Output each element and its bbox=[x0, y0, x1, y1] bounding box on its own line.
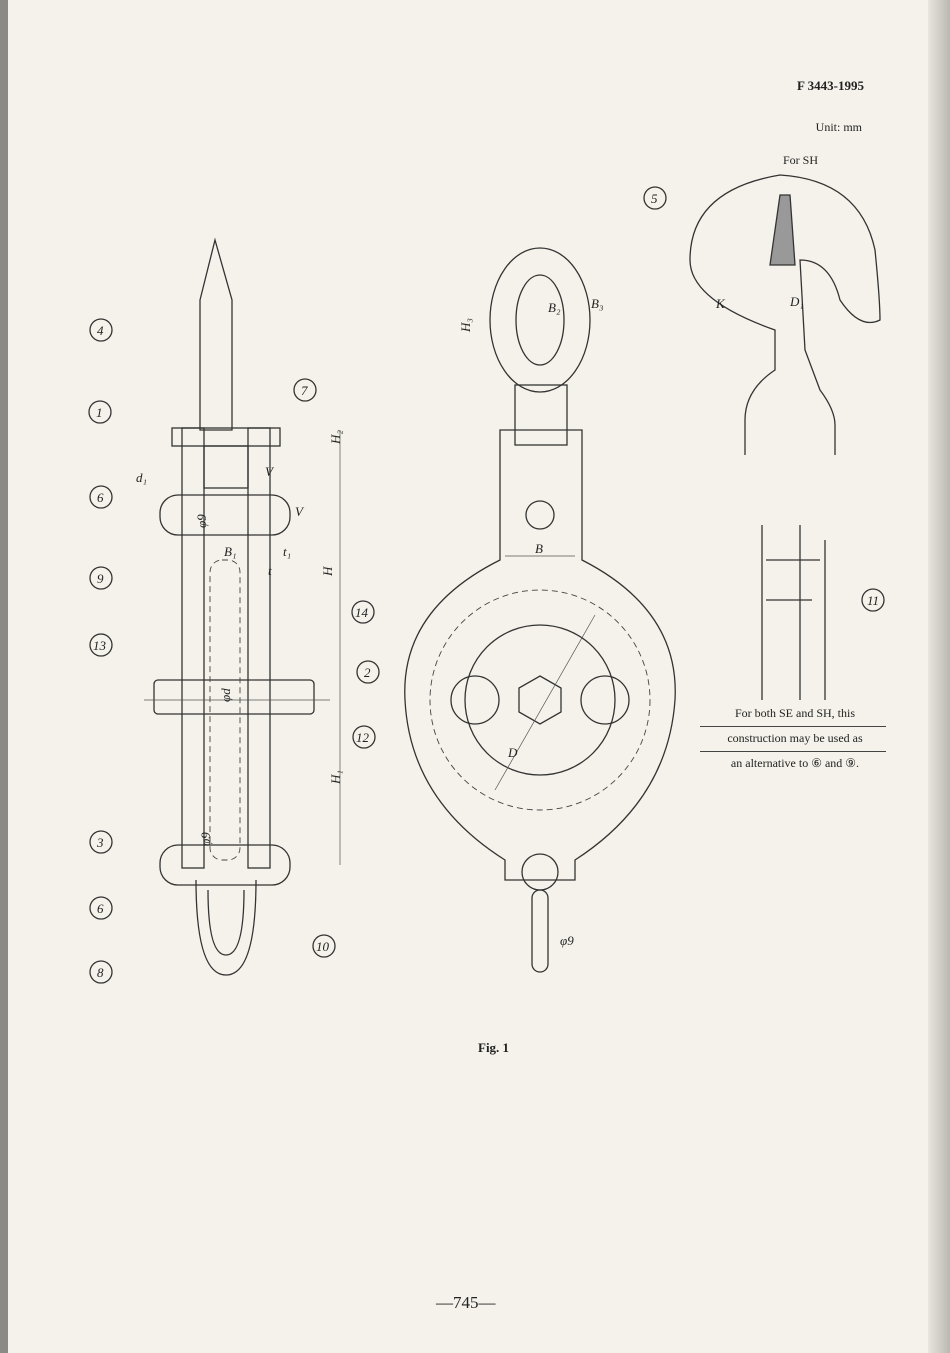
balloon-12: 12 bbox=[352, 725, 376, 749]
scan-edge-left bbox=[0, 0, 8, 1353]
svg-text:14: 14 bbox=[355, 605, 369, 620]
dim-t: t bbox=[268, 563, 272, 578]
unit-label: Unit: mm bbox=[815, 120, 862, 134]
svg-text:4: 4 bbox=[97, 323, 104, 338]
dim-H: H bbox=[320, 566, 335, 577]
front-view bbox=[404, 247, 676, 973]
dim-t1: t₁ bbox=[283, 544, 291, 559]
svg-text:5: 5 bbox=[651, 191, 658, 206]
svg-text:6: 6 bbox=[97, 901, 104, 916]
balloon-11: 11 bbox=[861, 588, 885, 612]
balloon-4: 4 bbox=[89, 318, 113, 342]
standard-number: F 3443-1995 bbox=[796, 78, 864, 93]
balloon-6a: 6 bbox=[89, 485, 113, 509]
balloon-2: 2 bbox=[356, 660, 380, 684]
dim-B: B bbox=[535, 541, 543, 556]
svg-text:10: 10 bbox=[316, 939, 330, 954]
svg-text:1: 1 bbox=[96, 405, 103, 420]
hook-label: For SH bbox=[783, 153, 819, 167]
dim-K: K bbox=[715, 296, 726, 311]
dim-D: D bbox=[507, 745, 518, 760]
alternative-detail bbox=[761, 525, 826, 700]
svg-text:13: 13 bbox=[93, 638, 107, 653]
dim-V1: V bbox=[265, 464, 275, 479]
balloon-6b: 6 bbox=[89, 896, 113, 920]
balloon-13: 13 bbox=[89, 633, 113, 657]
alternative-construction-note: For both SE and SH, this construction ma… bbox=[700, 702, 886, 776]
dim-phi9-bottom: φ9 bbox=[560, 933, 574, 948]
balloon-7: 7 bbox=[293, 378, 317, 402]
svg-text:9: 9 bbox=[97, 571, 104, 586]
side-view bbox=[144, 237, 341, 976]
balloon-10: 10 bbox=[312, 934, 336, 958]
dim-phi9-mid: φ9 bbox=[198, 832, 213, 846]
dim-phi9-top: φ9 bbox=[194, 514, 209, 528]
svg-text:2: 2 bbox=[364, 665, 371, 680]
dim-B2: B₂ bbox=[548, 300, 561, 315]
svg-text:12: 12 bbox=[356, 730, 370, 745]
svg-text:8: 8 bbox=[97, 965, 104, 980]
dimension-labels: d₁ φ9 B₁ t₁ t H H₂ H₁ φd φ9 B D H₃ B₂ B₃… bbox=[136, 294, 804, 948]
scan-edge-right bbox=[928, 0, 950, 1353]
balloon-14: 14 bbox=[351, 600, 375, 624]
part-balloons: 1 2 3 4 5 6 6 7 8 9 10 11 12 13 14 bbox=[88, 186, 885, 984]
dim-phid: φd bbox=[218, 688, 233, 702]
dim-V2: V bbox=[295, 504, 305, 519]
hook-detail bbox=[689, 174, 881, 455]
balloon-8: 8 bbox=[89, 960, 113, 984]
dim-d1: d₁ bbox=[136, 470, 147, 485]
dim-B3: B₃ bbox=[591, 296, 603, 311]
svg-text:7: 7 bbox=[301, 383, 308, 398]
page-number: —745— bbox=[436, 1293, 496, 1312]
svg-text:11: 11 bbox=[867, 593, 879, 608]
dim-H1: H₁ bbox=[328, 770, 343, 785]
balloon-3: 3 bbox=[89, 830, 113, 854]
figure-caption: Fig. 1 bbox=[478, 1040, 510, 1055]
svg-text:6: 6 bbox=[97, 490, 104, 505]
balloon-1: 1 bbox=[88, 400, 112, 424]
balloon-5: 5 bbox=[643, 186, 667, 210]
svg-text:3: 3 bbox=[96, 835, 104, 850]
dim-B1: B₁ bbox=[224, 544, 236, 559]
dim-D1: D₁ bbox=[789, 294, 804, 309]
balloon-9: 9 bbox=[89, 566, 113, 590]
dim-H2: H₂ bbox=[328, 430, 343, 445]
dim-H3: H₃ bbox=[458, 318, 473, 333]
